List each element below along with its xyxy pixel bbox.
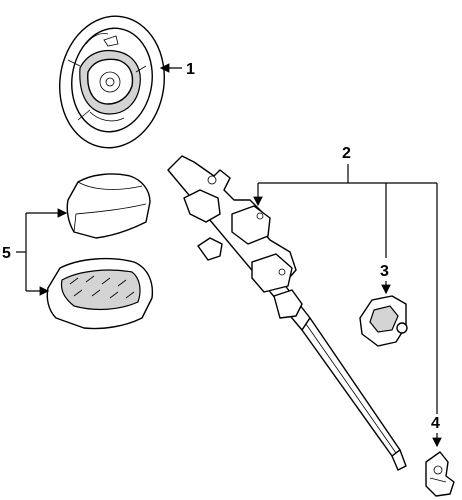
column-bracket[interactable] <box>359 295 408 347</box>
callout-1: 1 <box>159 61 195 78</box>
callout-5: 5 <box>2 208 68 296</box>
callout-2: 2 <box>253 145 438 414</box>
callout-1-label: 1 <box>186 61 195 78</box>
intermediate-shaft-joint[interactable] <box>425 451 455 497</box>
callout-4: 4 <box>431 415 442 448</box>
callout-3-label: 3 <box>380 263 389 280</box>
steering-wheel[interactable] <box>51 9 172 154</box>
lower-column-cover[interactable] <box>46 257 154 330</box>
callout-5-label: 5 <box>2 245 11 262</box>
callout-4-label: 4 <box>431 415 440 432</box>
callout-3: 3 <box>380 263 391 295</box>
callout-2-label: 2 <box>342 145 351 162</box>
upper-column-cover[interactable] <box>66 173 151 239</box>
